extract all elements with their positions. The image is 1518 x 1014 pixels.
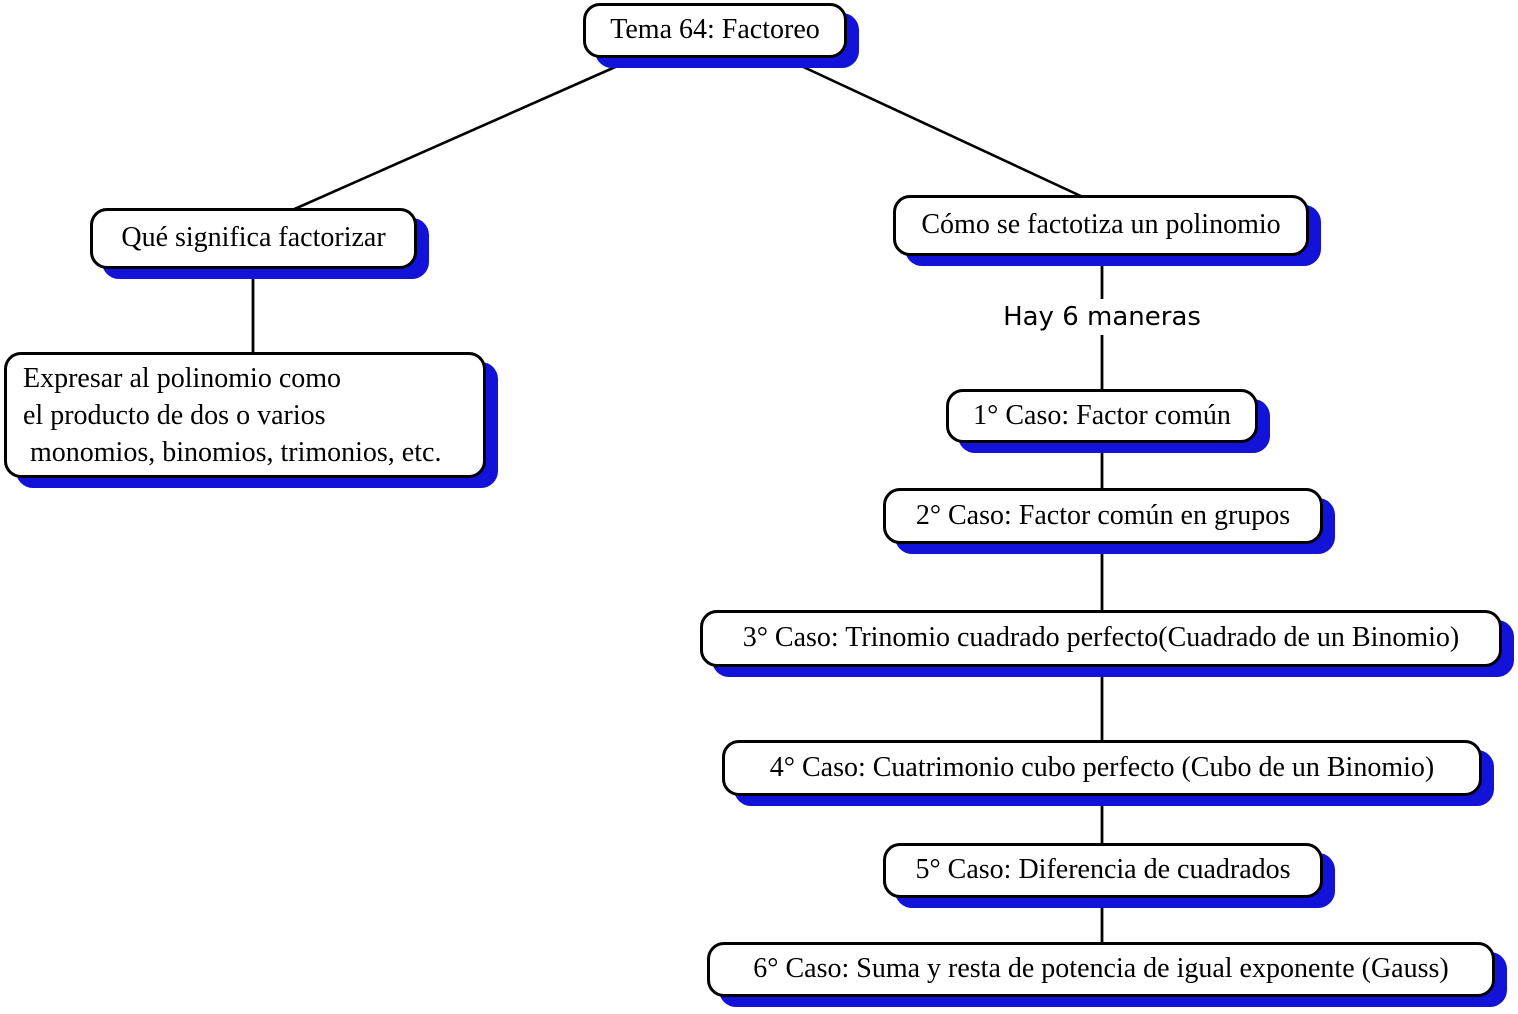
node-caso-2: 2° Caso: Factor común en grupos [883, 488, 1323, 544]
connector-line-title-left [289, 62, 623, 213]
connector-line-title-right [796, 62, 1086, 200]
node-caso-4: 4° Caso: Cuatrimonio cubo perfecto (Cubo… [722, 740, 1482, 796]
node-caso-1-label: 1° Caso: Factor común [973, 399, 1231, 431]
node-caso-3: 3° Caso: Trinomio cuadrado perfecto(Cuad… [700, 610, 1502, 667]
node-caso-6: 6° Caso: Suma y resta de potencia de igu… [707, 942, 1495, 997]
node-que-significa-factorizar: Qué significa factorizar [90, 208, 417, 269]
node-que-significa-label: Qué significa factorizar [121, 222, 386, 254]
definicion-line-1: Expresar al polinomio como [23, 362, 342, 394]
node-como-se-factoriza: Cómo se factotiza un polinomio [893, 195, 1309, 256]
node-caso-3-label: 3° Caso: Trinomio cuadrado perfecto(Cuad… [742, 622, 1460, 654]
node-caso-5: 5° Caso: Diferencia de cuadrados [883, 843, 1323, 898]
note-hay-6-maneras: Hay 6 maneras [995, 299, 1209, 335]
definicion-line-2: el producto de dos o varios [23, 399, 326, 431]
node-definicion-factorizar: Expresar al polinomio como el producto d… [4, 352, 486, 478]
node-caso-2-label: 2° Caso: Factor común en grupos [915, 499, 1291, 531]
node-caso-1: 1° Caso: Factor común [946, 389, 1258, 443]
node-caso-4-label: 4° Caso: Cuatrimonio cubo perfecto (Cubo… [769, 751, 1435, 783]
node-como-se-factoriza-label: Cómo se factotiza un polinomio [921, 209, 1281, 241]
definicion-line-3: monomios, binomios, trimonios, etc. [23, 436, 442, 468]
node-tema-title: Tema 64: Factoreo [583, 3, 847, 58]
node-caso-6-label: 6° Caso: Suma y resta de potencia de igu… [753, 953, 1449, 985]
node-caso-5-label: 5° Caso: Diferencia de cuadrados [915, 854, 1291, 886]
node-tema-title-label: Tema 64: Factoreo [610, 14, 820, 46]
